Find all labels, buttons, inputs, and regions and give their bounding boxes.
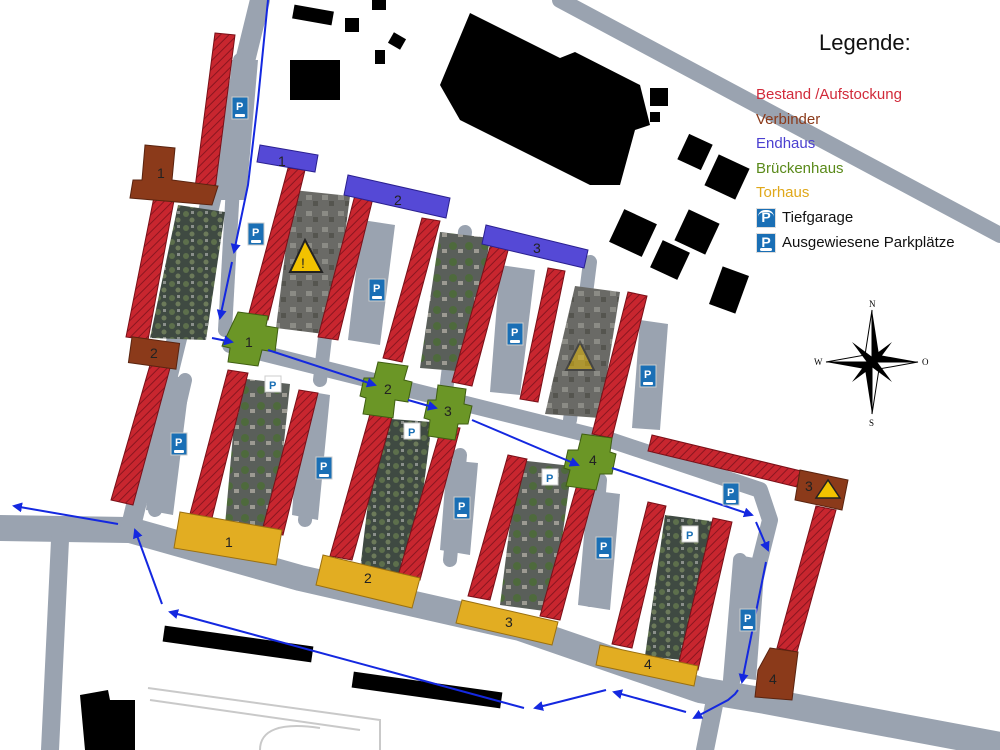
tiefgarage-icon: P bbox=[403, 422, 421, 440]
svg-text:P: P bbox=[686, 530, 693, 542]
tiefgarage-icon: P bbox=[681, 525, 699, 543]
legend-endhaus: Endhaus bbox=[756, 135, 816, 152]
legend-tiefgarage: P Tiefgarage bbox=[756, 206, 996, 231]
svg-text:P: P bbox=[236, 101, 243, 113]
construction-warning-icon bbox=[564, 339, 596, 371]
svg-text:P: P bbox=[252, 227, 259, 239]
compass-n: N bbox=[869, 299, 876, 309]
svg-text:P: P bbox=[744, 613, 751, 625]
verbinder-1 bbox=[129, 144, 219, 206]
parking-icon: P bbox=[368, 278, 386, 302]
torhaus-label-4: 4 bbox=[644, 656, 652, 672]
brueckenhaus-label-1: 1 bbox=[245, 334, 253, 350]
construction-warning-icon bbox=[814, 478, 842, 499]
parking-icon: P bbox=[506, 322, 524, 346]
svg-text:P: P bbox=[458, 501, 465, 513]
verbinder-label-2: 2 bbox=[150, 345, 158, 361]
brueckenhaus-label-4: 4 bbox=[589, 452, 597, 468]
legend-brueckenhaus: Brückenhaus bbox=[756, 159, 844, 177]
tiefgarage-icon: P bbox=[756, 208, 776, 228]
svg-text:P: P bbox=[600, 541, 607, 553]
endhaus-label-3: 3 bbox=[533, 240, 541, 256]
parking-icon: P bbox=[639, 364, 657, 388]
tiefgarage-icons: P P P P bbox=[264, 375, 699, 543]
tiefgarage-icon: P bbox=[264, 375, 282, 393]
svg-text:P: P bbox=[511, 327, 518, 339]
tiefgarage-icon: P bbox=[541, 468, 559, 486]
torhaus-label-2: 2 bbox=[364, 570, 372, 586]
parking-icon: P bbox=[247, 222, 265, 246]
svg-text:P: P bbox=[373, 283, 380, 295]
verbinder-label-1: 1 bbox=[157, 165, 165, 181]
endhaus-label-2: 2 bbox=[394, 192, 402, 208]
parking-icons: P P P P P P P P P P P bbox=[170, 96, 757, 632]
svg-text:!: ! bbox=[301, 255, 305, 271]
legend-parkplaetze-label: Ausgewiesene Parkplätze bbox=[782, 233, 955, 251]
svg-text:P: P bbox=[175, 437, 182, 449]
compass-w: W bbox=[814, 357, 823, 367]
legend-bestand: Bestand /Aufstockung bbox=[756, 86, 902, 103]
parking-icon: P bbox=[453, 496, 471, 520]
compass-o: O bbox=[922, 357, 929, 367]
brueckenhaus-4 bbox=[563, 433, 617, 491]
svg-text:P: P bbox=[320, 461, 327, 473]
brueckenhaus-3 bbox=[423, 384, 473, 441]
legend-torhaus: Torhaus bbox=[756, 184, 810, 201]
torhaus-label-3: 3 bbox=[505, 614, 513, 630]
legend-tiefgarage-label: Tiefgarage bbox=[782, 208, 854, 226]
svg-text:P: P bbox=[269, 380, 276, 392]
legend: Legende: Bestand /Aufstockung Verbinder … bbox=[756, 30, 996, 256]
verbinder-4 bbox=[754, 647, 799, 701]
compass-s: S bbox=[869, 418, 874, 428]
torhaus-buildings bbox=[173, 511, 699, 687]
brueckenhaus-buildings bbox=[221, 311, 617, 491]
brueckenhaus-1 bbox=[221, 311, 279, 367]
endhaus-3 bbox=[481, 224, 589, 269]
verbinder-2 bbox=[127, 336, 181, 370]
brueckenhaus-2 bbox=[359, 361, 413, 419]
lower-left-paths bbox=[147, 687, 381, 750]
svg-text:P: P bbox=[546, 473, 553, 485]
neighbor-buildings bbox=[80, 0, 750, 750]
verbinder-label-4: 4 bbox=[769, 671, 777, 687]
endhaus-label-1: 1 bbox=[278, 153, 286, 169]
svg-text:P: P bbox=[408, 427, 415, 439]
parking-icon: P bbox=[722, 482, 740, 506]
brueckenhaus-label-2: 2 bbox=[384, 381, 392, 397]
torhaus-3 bbox=[455, 599, 559, 646]
parking-icon: P bbox=[231, 96, 249, 120]
legend-title: Legende: bbox=[819, 30, 911, 55]
torhaus-1 bbox=[173, 511, 283, 566]
parking-icon: P bbox=[739, 608, 757, 632]
svg-text:P: P bbox=[644, 369, 651, 381]
endhaus-2 bbox=[343, 174, 451, 219]
endhaus-buildings bbox=[256, 144, 589, 269]
parking-icon: P bbox=[756, 233, 776, 253]
svg-text:P: P bbox=[727, 487, 734, 499]
brueckenhaus-label-3: 3 bbox=[444, 403, 452, 419]
torhaus-4 bbox=[595, 644, 699, 687]
parking-icon: P bbox=[315, 456, 333, 480]
building-numbers: 1 2 3 4 1 2 3 1 2 3 4 1 2 3 4 bbox=[150, 153, 813, 687]
parking-icon: P bbox=[595, 536, 613, 560]
construction-warning-icon: ! bbox=[288, 237, 324, 273]
bestand-buildings bbox=[110, 32, 837, 671]
parking-icon: P bbox=[170, 432, 188, 456]
torhaus-2 bbox=[315, 554, 421, 609]
legend-parkplaetze: P Ausgewiesene Parkplätze bbox=[756, 231, 996, 256]
verbinder-label-3: 3 bbox=[805, 478, 813, 494]
compass-rose: N S W O bbox=[814, 299, 929, 428]
endhaus-1 bbox=[256, 144, 319, 173]
legend-verbinder: Verbinder bbox=[756, 110, 821, 128]
torhaus-label-1: 1 bbox=[225, 534, 233, 550]
